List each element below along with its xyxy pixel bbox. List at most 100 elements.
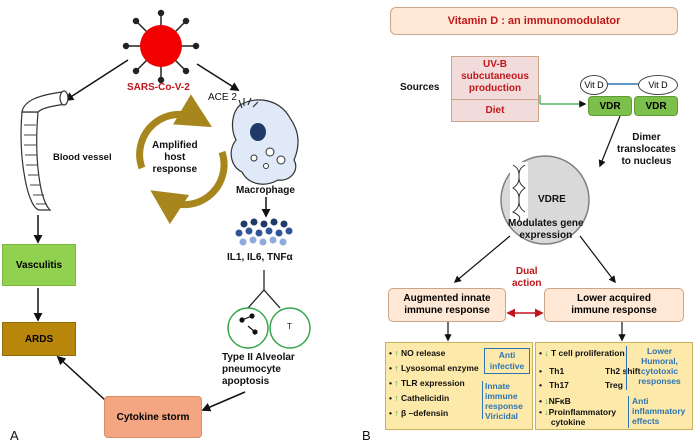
sources-divider <box>452 99 538 100</box>
innate-line-1: Augmented innate <box>403 293 491 304</box>
amplified-line-2: host <box>164 152 186 163</box>
dimer-line-1: Dimer <box>632 132 661 143</box>
dimer-line-2: translocates <box>617 144 676 155</box>
proinflam-line-2: cytokine <box>550 417 586 427</box>
panel-a-label: A <box>10 428 19 443</box>
up-arrow-icon: ↑ <box>394 408 399 418</box>
proinflam-line-1: Proinflammatory <box>548 407 617 417</box>
innate-immune-effect-box: Innate immune response Viricidal <box>482 381 532 421</box>
innate-item-tlr: • ↑ TLR expression <box>389 378 465 388</box>
arrow-dimer-to-nucleus <box>598 115 621 168</box>
up-arrow-icon: ↑ <box>394 363 399 373</box>
arrow-nucleus-to-innate <box>453 235 511 283</box>
t-cell <box>269 307 311 349</box>
innate-line-2: immune response <box>404 305 490 316</box>
cytokines-label: IL1, IL6, TNFα <box>227 252 293 263</box>
ards-box: ARDS <box>2 322 76 356</box>
pneumocyte-line-3: apoptosis <box>222 376 270 387</box>
macrophage-icon <box>230 97 299 185</box>
innate-item-lysosomal: • ↑ Lysosomal enzyme <box>389 363 479 373</box>
nfkb-text: NFκB <box>548 396 571 406</box>
sources-label: Sources <box>400 82 440 93</box>
cytokine-storm-box: Cytokine storm <box>104 396 202 438</box>
blood-vessel-icon <box>20 90 69 211</box>
acquired-line-2: immune response <box>571 305 657 316</box>
anti-inflam-line-3: effects <box>632 416 660 426</box>
blood-vessel-label: Blood vessel <box>53 152 112 163</box>
vdre-label: VDRE <box>538 194 566 205</box>
acquired-item-proinflam: • ↓Proinflammatory cytokine <box>539 407 617 427</box>
lower-line-3: cytotoxic <box>640 366 679 376</box>
uvb-line-1: UV-B <box>483 59 507 70</box>
ace2-label: ACE 2 <box>208 92 237 103</box>
lower-line-2: Humoral, <box>641 356 678 366</box>
viricidal-line: Viricidal <box>485 411 518 421</box>
innate-item-defensin-text: β –defensin <box>400 408 449 418</box>
panel-b-label: B <box>362 428 371 443</box>
modulates-label: Modulates gene expression <box>508 218 584 242</box>
dimer-label: Dimer translocates to nucleus <box>617 132 676 168</box>
dual-action-line-2: action <box>512 278 542 289</box>
amplified-cycle-arrows <box>136 94 228 225</box>
innate-immune-line-3: response <box>485 401 523 411</box>
up-arrow-icon: ↑ <box>394 348 399 358</box>
arrow-storm-to-ards <box>56 355 106 401</box>
diet-label: Diet <box>485 105 505 116</box>
th1-text: Th1 <box>549 366 565 376</box>
innate-item-cathelicidin-text: Cathelicidin <box>400 393 450 403</box>
acquired-response-box: Lower acquired immune response <box>544 288 684 322</box>
acquired-effects-panel <box>535 342 693 430</box>
dimer-line-3: to nucleus <box>621 156 672 167</box>
uvb-line-3: production <box>468 83 522 94</box>
arrow-virus-to-ace2 <box>196 63 240 91</box>
innate-effects-panel <box>385 342 533 430</box>
innate-item-no: • ↑ NO release <box>389 348 446 358</box>
pneumocyte-label: Type II Alveolar pneumocyte apoptosis <box>222 352 295 388</box>
innate-response-box: Augmented innate immune response <box>388 288 506 322</box>
dna-helix-icon <box>512 164 526 223</box>
anti-infective-box: Anti infective <box>484 348 530 374</box>
anti-infective-line-1: Anti <box>498 350 516 360</box>
uvb-label: UV-B subcutaneous production <box>452 59 538 95</box>
vit-d-right-bubble: Vit D <box>638 75 678 95</box>
vitamin-d-title-box: Vitamin D : an immunomodulator <box>390 7 678 35</box>
modulates-line-1: Modulates gene <box>508 218 584 229</box>
anti-inflam-line-2: inflammatory <box>632 406 686 416</box>
innate-item-no-text: NO release <box>400 348 446 358</box>
dna-strip <box>510 162 528 222</box>
vdr-right-box: VDR <box>634 96 678 116</box>
pneumocyte-line-2: pneumocyte <box>222 364 281 375</box>
up-arrow-icon: ↑ <box>394 393 399 403</box>
treg-text: Treg <box>605 380 623 390</box>
acquired-item-tcell: • ↓ T cell proliferation <box>539 348 625 358</box>
acquired-item-th17: • Th17 <box>539 380 569 390</box>
cytokine-dots <box>235 218 293 246</box>
acquired-line-1: Lower acquired <box>577 293 651 304</box>
innate-item-tlr-text: TLR expression <box>400 378 465 388</box>
down-arrow-icon: ↓ <box>544 407 549 417</box>
modulates-line-2: expression <box>519 230 573 241</box>
lower-line-4: responses <box>638 376 681 386</box>
innate-item-lysosomal-text: Lysosomal enzyme <box>400 363 479 373</box>
uvb-line-2: subcutaneous <box>461 71 529 82</box>
pneumocyte-cell <box>227 307 269 349</box>
macrophage-label: Macrophage <box>236 185 295 196</box>
amplified-label: Amplified host response <box>152 140 198 176</box>
apoptotic-fragments-icon <box>239 313 258 335</box>
acquired-item-nfkb: • ↓NFκB <box>539 396 571 406</box>
down-arrow-icon: ↓ <box>544 396 549 406</box>
arrow-nucleus-to-acquired <box>579 235 616 284</box>
vdr-left-box: VDR <box>588 96 632 116</box>
anti-inflam-line-1: Anti <box>632 396 649 406</box>
up-arrow-icon: ↑ <box>394 378 399 388</box>
acquired-item-th1: • Th1 <box>539 366 565 376</box>
amplified-line-3: response <box>152 164 198 175</box>
arrow-virus-to-vessel <box>64 59 129 101</box>
vasculitis-box: Vasculitis <box>2 244 76 286</box>
acquired-item-tcell-text: T cell proliferation <box>550 348 625 358</box>
th17-text: Th17 <box>549 380 569 390</box>
th2-text: Th2 shift <box>605 366 641 376</box>
virus-label: SARS-Co-V-2 <box>127 82 190 93</box>
anti-infective-line-2: infective <box>489 361 525 371</box>
anti-inflammatory-box: Anti inflammatory effects <box>628 396 692 428</box>
